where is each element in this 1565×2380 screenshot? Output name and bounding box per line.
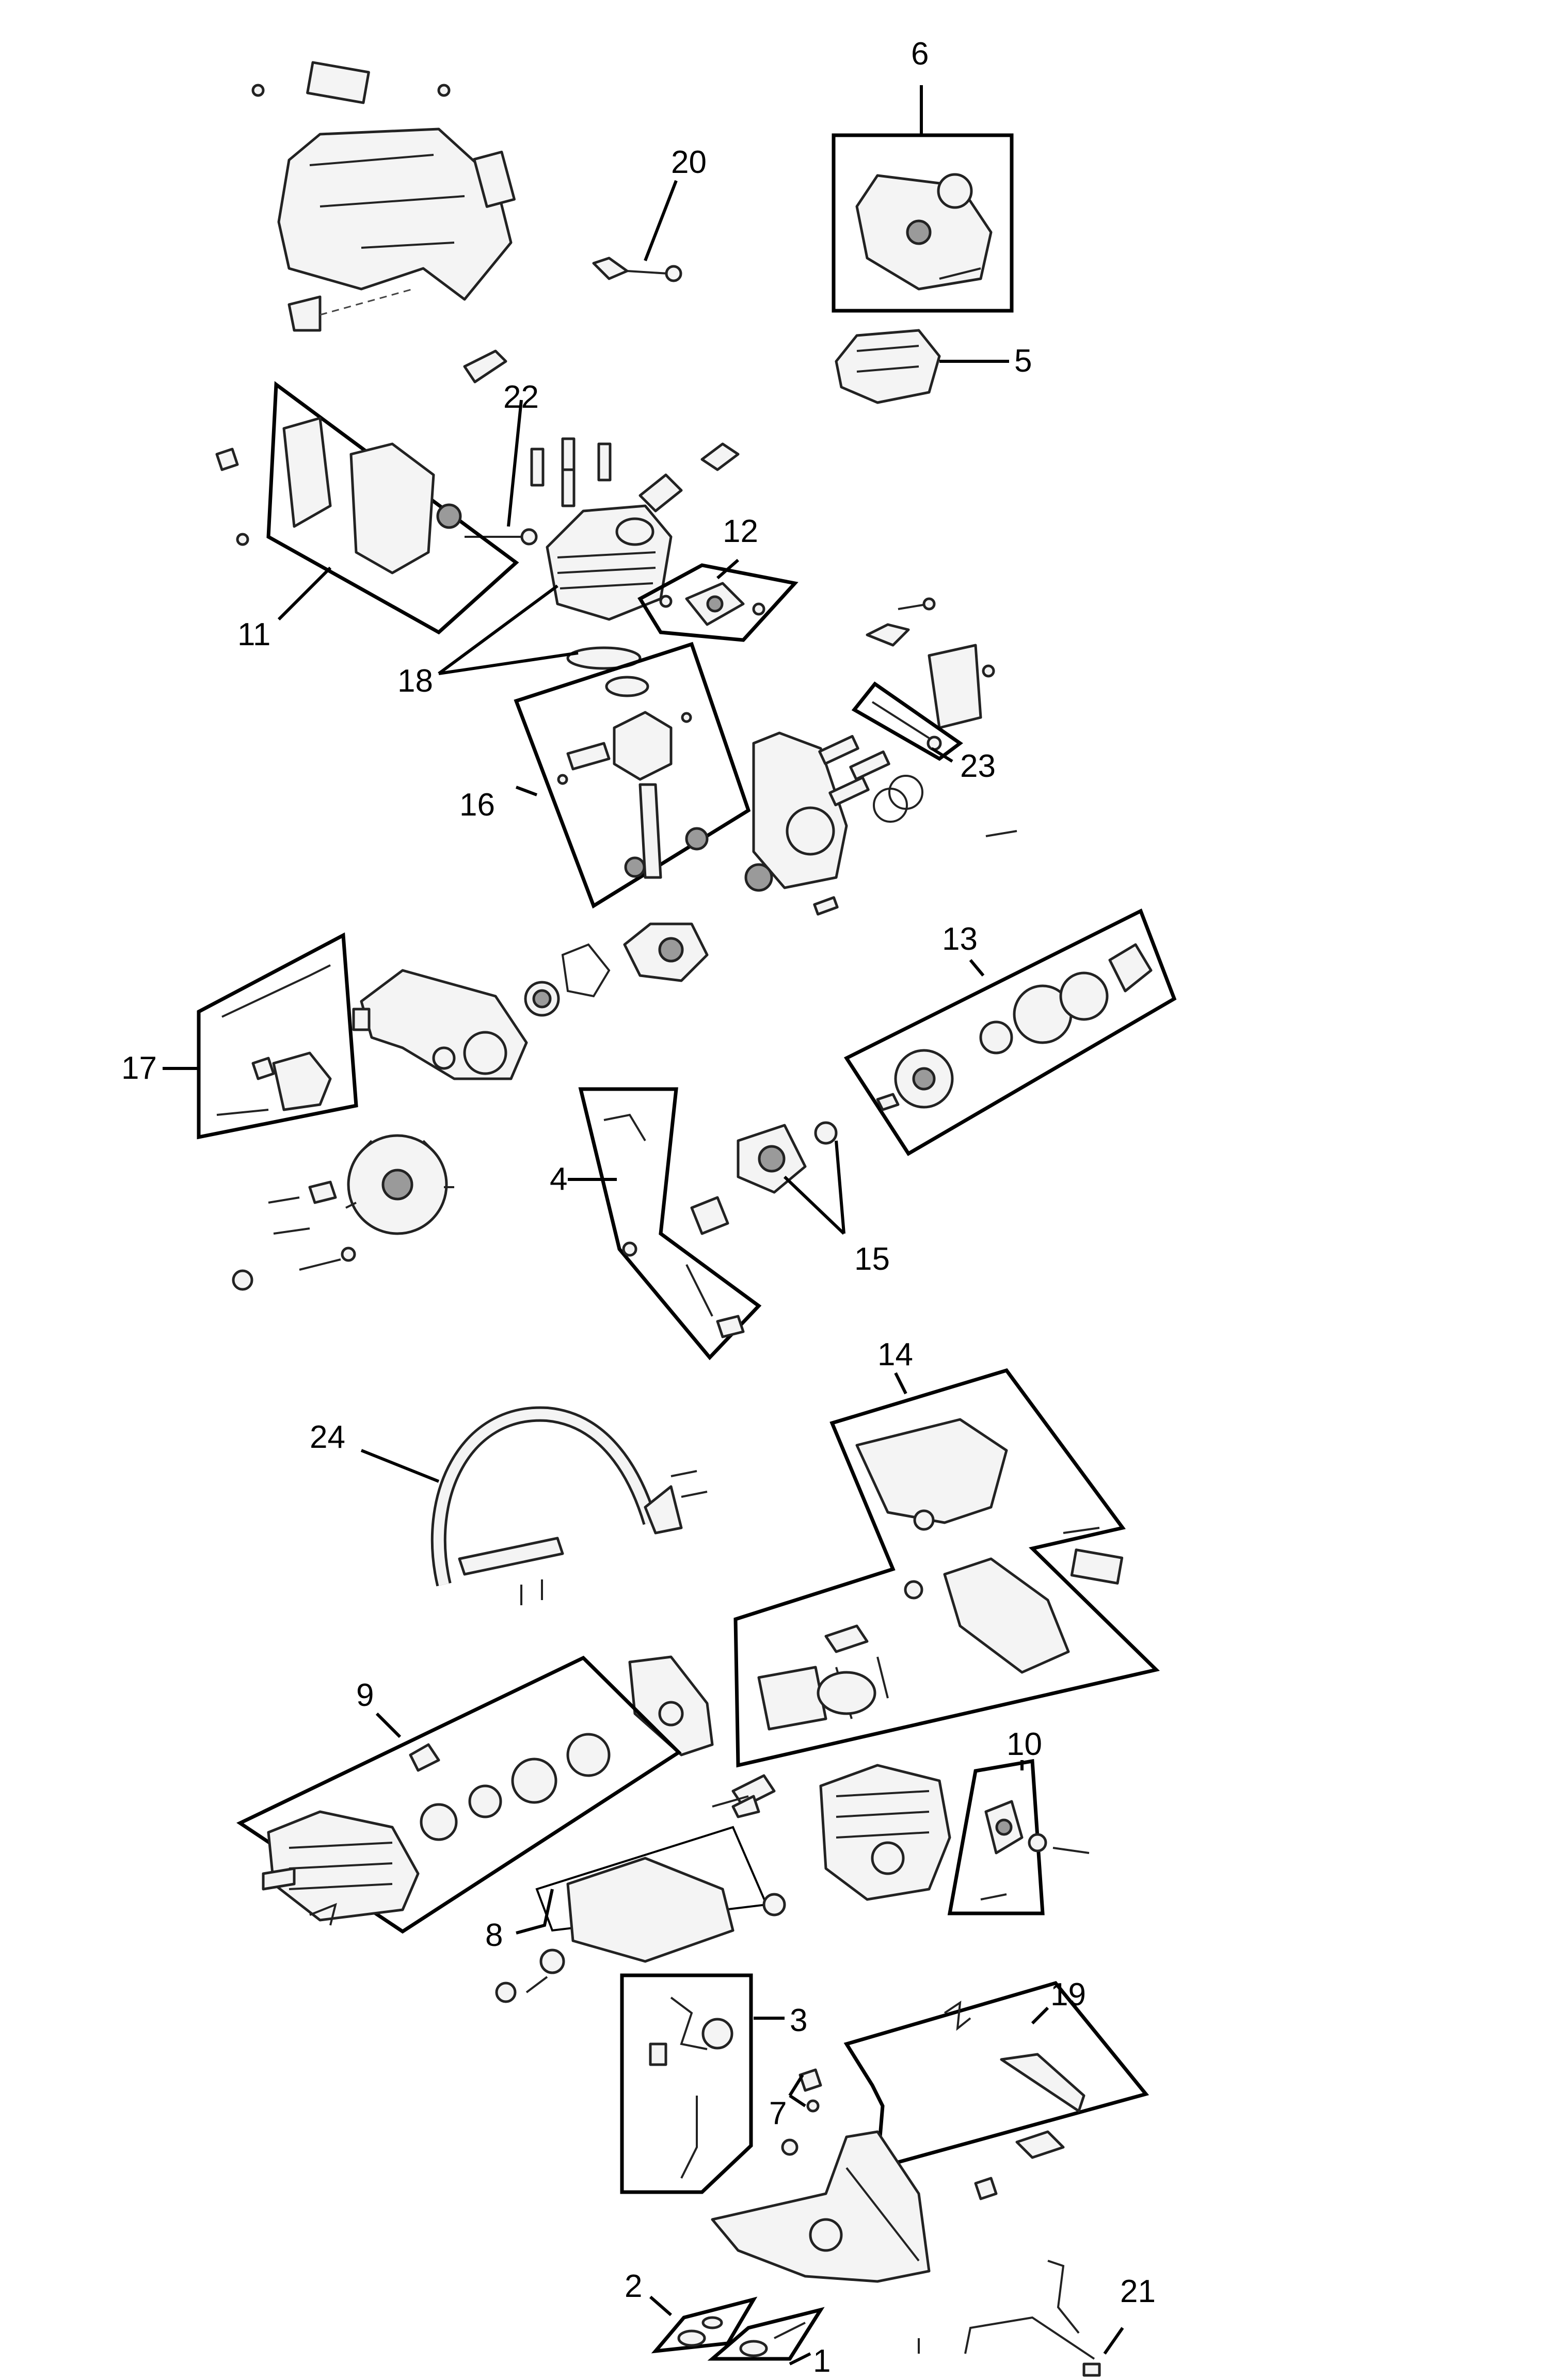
callout-2: 2 — [625, 2269, 642, 2304]
part-23-box — [851, 681, 963, 761]
callout-10: 10 — [1007, 1727, 1042, 1762]
part-14-box — [733, 1368, 1160, 1768]
part-13-box — [843, 908, 1177, 1156]
callout-11: 11 — [237, 617, 270, 652]
callout-12: 12 — [723, 514, 758, 549]
part-4-box — [578, 1087, 762, 1361]
part-15-parts — [690, 1121, 838, 1235]
part-6-box — [832, 133, 1014, 313]
part-21-wire — [964, 2260, 1101, 2377]
callout-9: 9 — [356, 1678, 374, 1713]
crankshaft — [623, 922, 709, 982]
callout-8: 8 — [485, 1918, 503, 1953]
callout-22: 22 — [503, 379, 539, 415]
part-20-pin — [592, 257, 682, 282]
callout-24: 24 — [310, 1419, 345, 1455]
callout-15: 15 — [854, 1241, 890, 1277]
part-8-frame — [495, 1795, 786, 2003]
part-9-box — [236, 1655, 682, 1934]
part-7-screws — [799, 2068, 822, 2113]
callout-5: 5 — [1014, 343, 1032, 379]
rear-handle-housing — [711, 2130, 998, 2354]
chain-brake-small-parts — [866, 597, 995, 729]
callout-4: 4 — [550, 1161, 567, 1197]
callout-13: 13 — [942, 921, 978, 957]
part-16-box — [514, 642, 751, 909]
callout-18: 18 — [397, 663, 433, 699]
callout-7: 7 — [769, 2096, 787, 2131]
crankcase-right — [744, 731, 1017, 916]
part-1-box — [707, 2307, 825, 2361]
flywheel — [232, 1134, 454, 1291]
part-12-box — [637, 563, 799, 642]
part-2-box — [651, 2296, 758, 2354]
part-22-area — [463, 349, 740, 546]
part-19-box — [843, 1980, 1149, 2170]
callout-19: 19 — [1050, 1977, 1086, 2012]
sprocket-cover — [628, 1655, 714, 1756]
callout-6: 6 — [911, 36, 929, 72]
part-3-box — [620, 1973, 753, 2194]
part-10-box — [947, 1759, 1090, 1915]
part-24-handle — [430, 1406, 708, 1605]
callout-20: 20 — [671, 145, 707, 180]
callout-labels: 6 20 5 22 12 11 18 16 23 13 17 4 15 14 2… — [121, 36, 1156, 2379]
callout-21: 21 — [1120, 2274, 1156, 2309]
leader-lines — [163, 85, 1124, 2366]
callout-17: 17 — [121, 1050, 157, 1086]
part-5-filter-cover — [835, 329, 941, 404]
cylinder — [546, 504, 673, 670]
engine-cover-group — [251, 61, 516, 332]
part-17-box — [197, 932, 358, 1140]
part-11-box — [215, 381, 519, 635]
engine-assembly — [731, 1764, 951, 1901]
callout-1: 1 — [813, 2343, 831, 2379]
callout-14: 14 — [877, 1337, 913, 1372]
callout-3: 3 — [790, 2003, 807, 2038]
callout-23: 23 — [960, 748, 996, 784]
callout-16: 16 — [459, 787, 495, 823]
crankcase-left — [352, 943, 611, 1080]
